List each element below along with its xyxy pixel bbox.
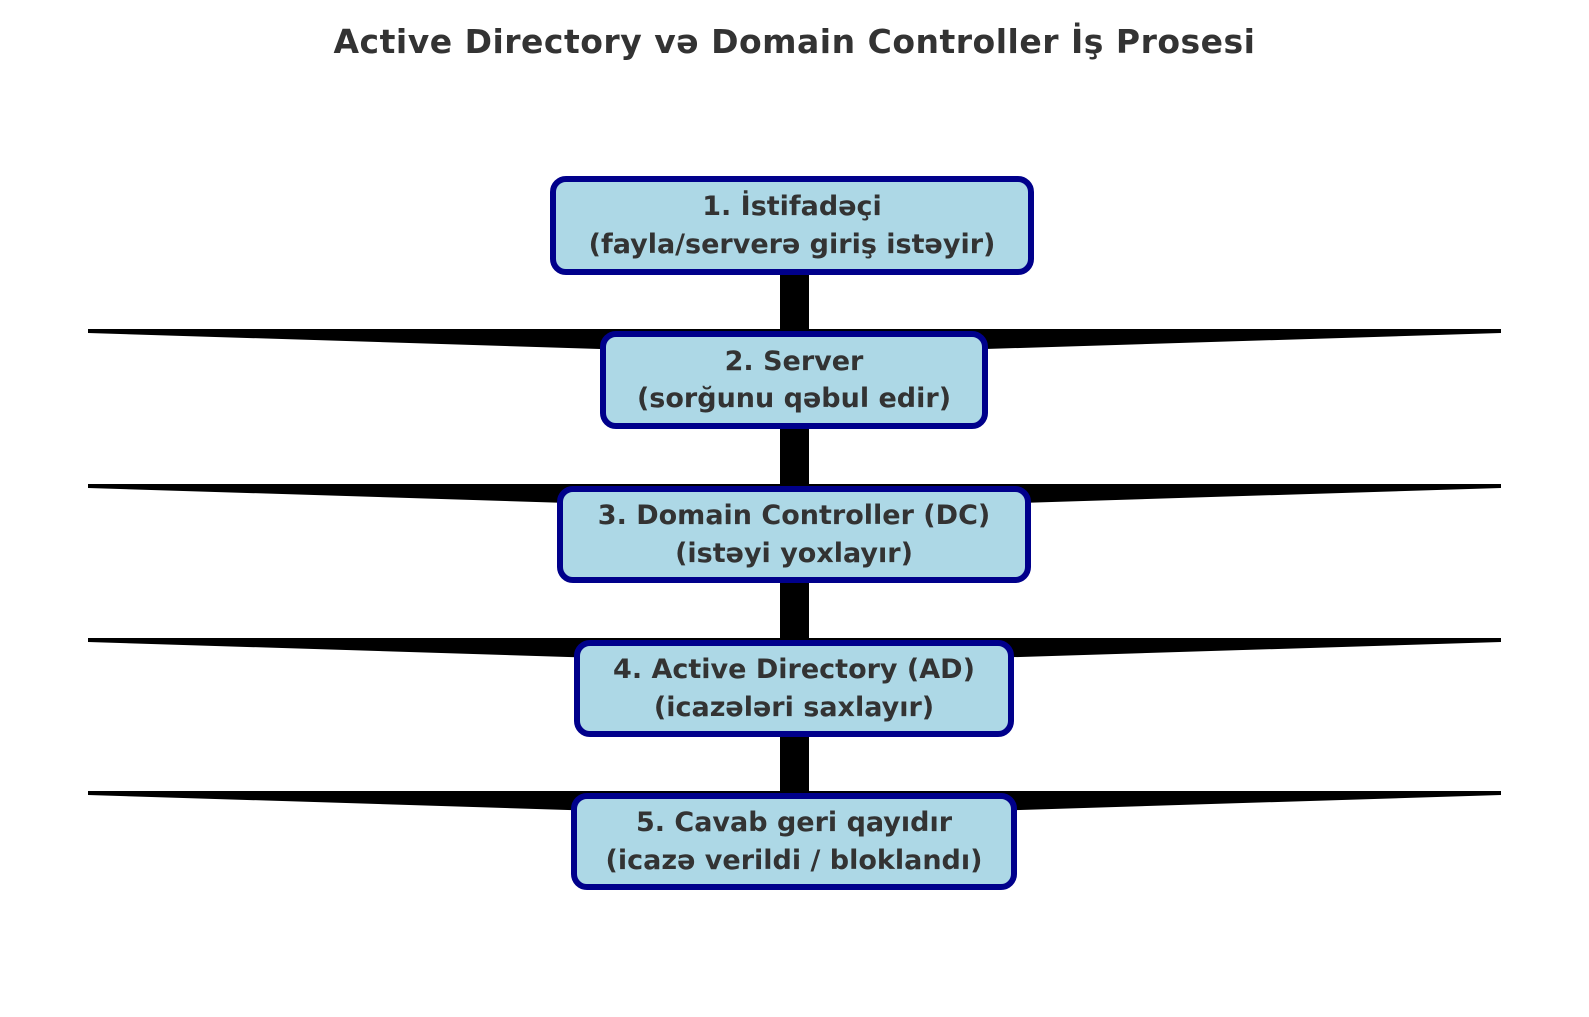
step-2-title: 2. Server (724, 345, 864, 377)
step-5-title: 5. Cavab geri qayıdır (635, 807, 953, 839)
step-5-subtitle: (icazə verildi / bloklandı) (605, 844, 983, 876)
step-box-3-domain-controller: 3. Domain Controller (DC) (istəyi yoxlay… (557, 486, 1031, 583)
step-box-4-active-directory: 4. Active Directory (AD) (icazələri saxl… (574, 640, 1014, 737)
step-1-subtitle: (fayla/serverə giriş istəyir) (588, 228, 996, 260)
step-4-subtitle: (icazələri saxlayır) (653, 691, 935, 723)
diagram-title: Active Directory və Domain Controller İş… (333, 22, 1256, 61)
step-box-5-response: 5. Cavab geri qayıdır (icazə verildi / b… (571, 793, 1017, 890)
step-1-title: 1. İstifadəçi (702, 191, 882, 223)
step-3-title: 3. Domain Controller (DC) (597, 500, 991, 532)
step-box-1-user: 1. İstifadəçi (fayla/serverə giriş istəy… (550, 176, 1034, 275)
connector-bar-1 (780, 263, 809, 341)
connector-bar-3 (780, 572, 809, 650)
connector-bar-2 (780, 418, 809, 496)
step-3-subtitle: (istəyi yoxlayır) (675, 537, 913, 569)
step-4-title: 4. Active Directory (AD) (613, 654, 975, 686)
step-2-subtitle: (sorğunu qəbul edir) (636, 383, 952, 414)
step-box-2-server: 2. Server (sorğunu qəbul edir) (600, 331, 988, 429)
